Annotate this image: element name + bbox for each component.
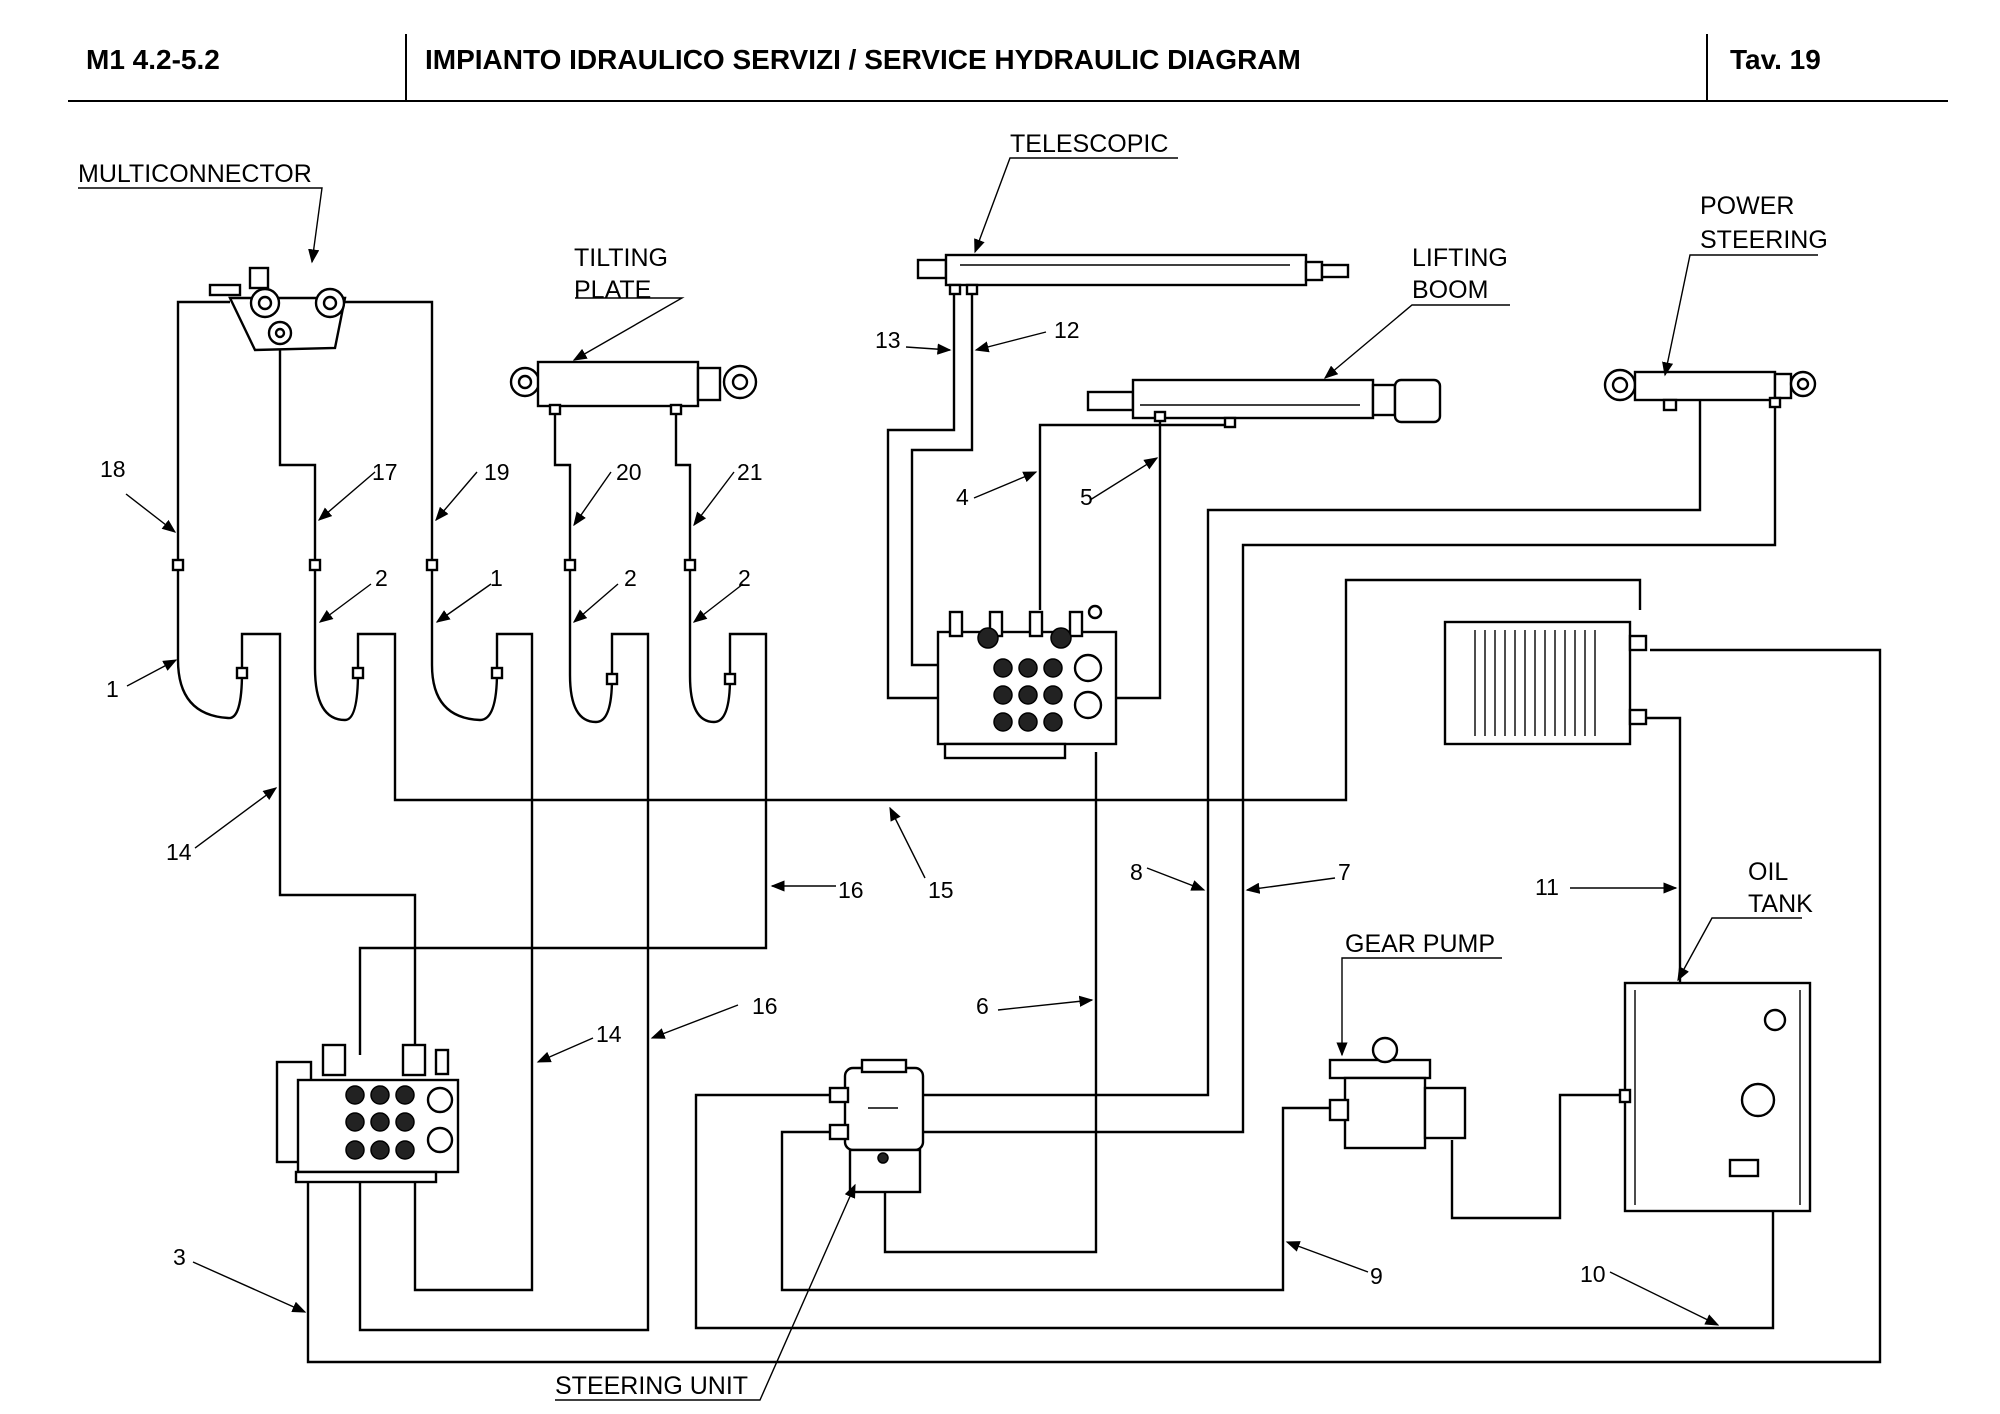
label-tilting-plate-1: TILTING — [574, 244, 668, 272]
callout-1-a: 1 — [490, 565, 503, 591]
header-rule — [68, 100, 1948, 102]
label-lifting-boom-1: LIFTING — [1412, 244, 1508, 272]
leader-lines — [78, 157, 1818, 1401]
hose-13 — [886, 290, 956, 700]
pipe-16-a — [358, 632, 650, 1332]
hose-u1 — [176, 565, 244, 720]
callout-16-a: 16 — [838, 877, 864, 903]
label-gear-pump: GEAR PUMP — [1345, 930, 1495, 958]
label-steering-unit: STEERING UNIT — [555, 1372, 748, 1400]
hose-u3 — [430, 565, 499, 722]
steering-unit-part — [828, 1058, 925, 1194]
hose-5 — [1115, 418, 1162, 700]
label-oil-tank-2: TANK — [1748, 890, 1813, 918]
upper-distributor-valve — [936, 604, 1118, 760]
callout-8: 8 — [1130, 859, 1143, 885]
hose-fittings — [171, 558, 737, 686]
pipe-15 — [356, 578, 1642, 802]
callout-14-a: 14 — [166, 839, 192, 865]
hose-20 — [553, 410, 572, 565]
callout-16-b: 16 — [752, 993, 778, 1019]
pipe-9 — [780, 1106, 1345, 1292]
callout-2-c: 2 — [738, 565, 751, 591]
tilting-plate-cylinder — [509, 360, 758, 416]
callout-18: 18 — [100, 456, 126, 482]
callout-11: 11 — [1535, 874, 1559, 900]
callout-2-a: 2 — [375, 565, 388, 591]
pipe-8 — [920, 395, 1702, 1097]
oil-tank-part — [1618, 981, 1812, 1213]
label-telescopic: TELESCOPIC — [1010, 130, 1168, 158]
hydraulic-pipes — [176, 290, 1882, 1364]
callout-14-b: 14 — [596, 1021, 622, 1047]
drawing-header: M1 4.2-5.2 IMPIANTO IDRAULICO SERVIZI / … — [0, 0, 2000, 105]
label-power-steering-1: POWER — [1700, 192, 1794, 220]
callout-19: 19 — [484, 459, 510, 485]
callout-6: 6 — [976, 993, 989, 1019]
hose-u4 — [568, 565, 614, 724]
callout-1-b: 1 — [106, 676, 119, 702]
hose-u5 — [688, 565, 732, 724]
hose-17 — [278, 345, 317, 565]
callout-17: 17 — [372, 459, 398, 485]
header-divider — [1706, 34, 1708, 100]
telescopic-cylinder — [916, 253, 1350, 296]
callout-numbers: 18 17 19 20 21 2 1 2 2 1 14 15 16 16 14 … — [100, 317, 1606, 1289]
lifting-boom-cylinder — [1086, 378, 1442, 429]
label-power-steering-2: STEERING — [1700, 226, 1828, 254]
callout-12: 12 — [1054, 317, 1080, 343]
lower-distributor-valve — [275, 1043, 460, 1184]
callout-10: 10 — [1580, 1261, 1606, 1287]
callout-3: 3 — [173, 1244, 186, 1270]
power-steering-cylinder — [1603, 368, 1817, 412]
hose-12 — [910, 290, 974, 667]
callout-5: 5 — [1080, 484, 1093, 510]
callout-4: 4 — [956, 484, 969, 510]
hose-21 — [674, 410, 692, 565]
pipe-3 — [306, 648, 1882, 1364]
oil-cooler — [1443, 620, 1648, 746]
hose-19 — [325, 300, 434, 565]
callout-21: 21 — [737, 459, 763, 485]
component-labels: MULTICONNECTOR TILTING PLATE TELESCOPIC … — [78, 130, 1828, 1400]
gear-pump-part — [1328, 1036, 1467, 1150]
label-tilting-plate-2: PLATE — [574, 276, 651, 304]
callout-9: 9 — [1370, 1263, 1383, 1289]
drawing-title: IMPIANTO IDRAULICO SERVIZI / SERVICE HYD… — [425, 44, 1301, 75]
header-divider — [405, 34, 407, 100]
callout-2-b: 2 — [624, 565, 637, 591]
callout-7: 7 — [1338, 859, 1351, 885]
pipe-7 — [920, 395, 1777, 1134]
pipe-6 — [883, 752, 1098, 1254]
callout-15: 15 — [928, 877, 954, 903]
table-number: Tav. 19 — [1730, 44, 1821, 75]
pipe-14-right — [413, 632, 534, 1292]
pipe-14-left — [240, 632, 417, 1055]
hose-4 — [1038, 423, 1230, 610]
label-multiconnector: MULTICONNECTOR — [78, 160, 312, 188]
pipe-10 — [694, 1093, 1775, 1330]
hose-u2 — [313, 565, 360, 722]
callout-13: 13 — [875, 327, 901, 353]
multiconnector-part — [208, 266, 347, 352]
callout-20: 20 — [616, 459, 642, 485]
hose-18 — [176, 300, 230, 565]
label-oil-tank-1: OIL — [1748, 858, 1788, 886]
pipe-16-b — [358, 632, 768, 1055]
label-lifting-boom-2: BOOM — [1412, 276, 1488, 304]
pump-suction — [1450, 1093, 1625, 1220]
drawing-code: M1 4.2-5.2 — [86, 44, 220, 75]
